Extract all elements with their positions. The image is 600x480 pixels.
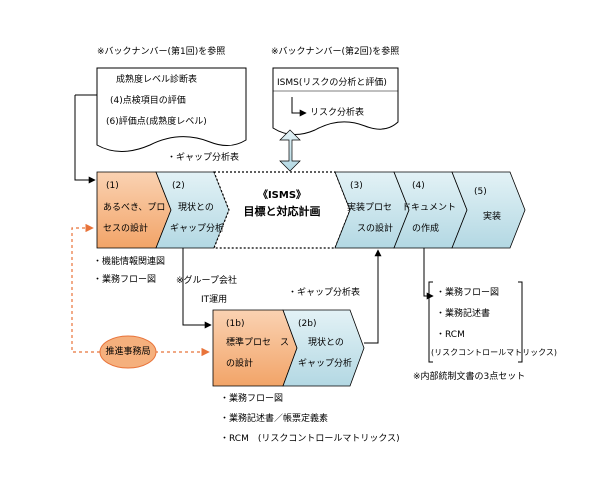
bottom-note: ・RCM (リスクコントロールマトリックス) — [220, 434, 400, 444]
step1b-num: (1b) — [226, 319, 245, 329]
right-doc-item: (リスクコントロールマトリックス) — [431, 348, 558, 357]
step3-num: (3) — [350, 181, 363, 191]
step2-num: (2) — [172, 181, 185, 191]
step2b-num: (2b) — [298, 319, 317, 329]
step5-num: (5) — [474, 187, 487, 197]
left-note: ・機能情報関連図 — [93, 257, 166, 267]
gap-label-mid: ・ギャップ分析表 — [288, 288, 361, 298]
step2b-line1: 現状との — [308, 338, 344, 348]
step4-line2: の作成 — [412, 224, 440, 234]
step3-line2: スの設計 — [357, 224, 394, 234]
bottom-note: ・業務記述書／帳票定義素 — [220, 414, 329, 424]
step2b-shape — [282, 309, 365, 387]
ref2-title: ISMS(リスクの分析と評価) — [277, 78, 387, 88]
step4-line1: ドキュメント — [402, 203, 457, 213]
ref2-item: リスク分析表 — [310, 108, 365, 118]
right-doc-item: ・業務記述書 — [436, 309, 491, 319]
step1b-line1: 標準プロセ ス — [226, 338, 290, 348]
group-note-line1: ※グループ会社 — [176, 276, 238, 286]
step3-line1: 実装プロセ — [347, 203, 393, 213]
step5-line1: 実装 — [483, 212, 502, 222]
ref1-line: (4)点検項目の評価 — [110, 96, 186, 106]
left-note: ・業務フロー図 — [93, 275, 157, 285]
ref1-line: 成熟度レベル診断表 — [116, 75, 198, 85]
ref1-document — [96, 67, 247, 152]
step2b-line2: ギャップ分析 — [298, 359, 353, 369]
double-arrow — [279, 129, 301, 172]
step2-line1: 現状との — [178, 203, 214, 213]
promo-office-ellipse — [99, 335, 157, 369]
step1-line1: あるべき、プロ — [103, 203, 166, 213]
step1-line2: セスの設計 — [103, 224, 149, 234]
bottom-note: ・業務フロー図 — [220, 394, 284, 404]
step4-num: (4) — [412, 181, 425, 191]
ref1-caption: ※バックナンバー(第1回)を参照 — [97, 47, 226, 57]
right-doc-item: ・RCM — [436, 330, 465, 340]
center-line2: 目標と対応計画 — [243, 205, 321, 218]
ref1-line: (6)評価点(成熟度レベル) — [106, 117, 207, 127]
step2-line2: ギャップ分析 — [170, 224, 225, 234]
step1b-line2: の設計 — [226, 359, 254, 369]
right-docs-caption: ※内部統制文書の3点セット — [413, 372, 526, 382]
step1-num: (1) — [106, 181, 119, 191]
step5-shape — [451, 171, 526, 249]
gap-label-top: ・ギャップ分析表 — [167, 153, 240, 163]
group-note-line2: IT運用 — [201, 295, 228, 305]
ref2-caption: ※バックナンバー(第2回)を参照 — [271, 47, 400, 57]
promo-office-label: 推進事務局 — [105, 347, 151, 357]
right-doc-item: ・業務フロー図 — [436, 288, 500, 298]
center-line1: 《ISMS》 — [257, 190, 307, 201]
